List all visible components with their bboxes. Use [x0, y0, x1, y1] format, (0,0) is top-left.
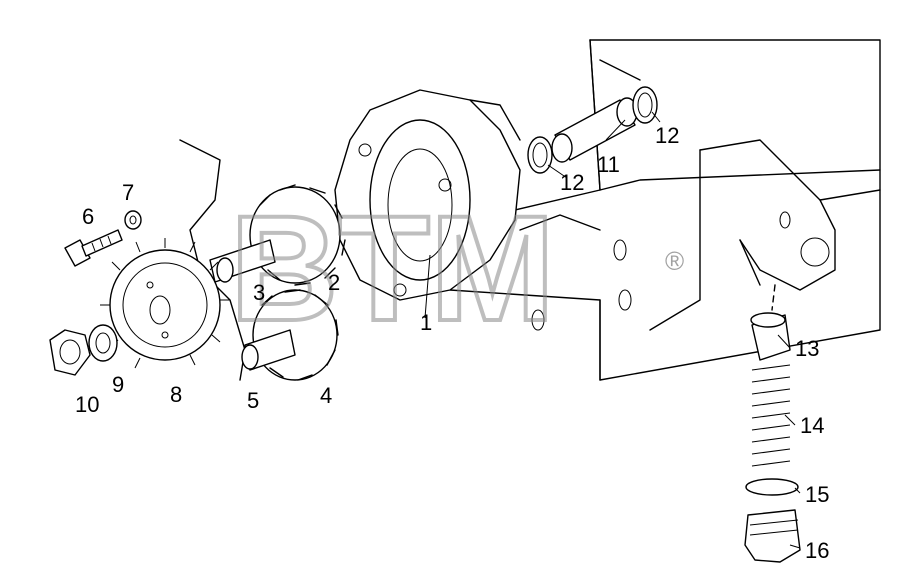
lock-washer — [88, 324, 118, 362]
callout-15: 15 — [805, 482, 829, 507]
callout-9: 9 — [112, 372, 124, 397]
nut — [49, 329, 91, 376]
registered-mark: ® — [665, 246, 684, 276]
pump-cover-gasket — [179, 139, 246, 381]
callout-1: 1 — [420, 310, 432, 335]
callout-16: 16 — [805, 538, 829, 563]
engine-block — [429, 39, 881, 381]
callout-11: 11 — [597, 152, 620, 177]
callout-12-upper: 12 — [655, 123, 679, 148]
driven-gear-lower — [241, 289, 339, 381]
callout-2: 2 — [328, 270, 340, 295]
callout-13: 13 — [795, 336, 819, 361]
callout-3: 3 — [253, 280, 265, 305]
watermark: BTM ® — [228, 182, 684, 354]
watermark-logo-text: BTM — [230, 184, 555, 352]
callout-8: 8 — [170, 382, 182, 407]
drive-gear — [100, 238, 230, 369]
callout-4: 4 — [320, 383, 332, 408]
callout-7: 7 — [122, 180, 134, 205]
callout-6: 6 — [82, 204, 94, 229]
bolt — [64, 229, 123, 267]
callout-labels: 1 2 3 4 5 6 7 8 9 10 11 12 12 13 14 15 1… — [75, 123, 829, 563]
callout-14: 14 — [800, 413, 824, 438]
callout-10: 10 — [75, 392, 99, 417]
driven-gear-upper — [209, 184, 346, 286]
callout-5: 5 — [247, 388, 259, 413]
washer-small — [124, 210, 142, 230]
pump-housing — [334, 89, 521, 301]
callout-12-lower: 12 — [560, 170, 584, 195]
relief-valve-assembly — [744, 284, 801, 563]
sleeve-with-o-rings — [527, 86, 658, 174]
leader-lines — [424, 111, 801, 549]
